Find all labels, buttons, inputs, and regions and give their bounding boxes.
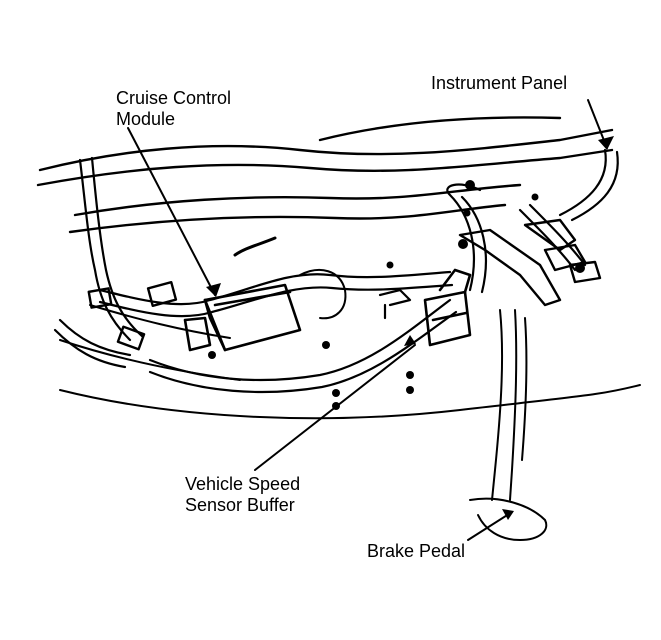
instrument-panel-outline	[36, 116, 614, 234]
fasteners	[208, 180, 585, 410]
vehicle-speed-sensor-buffer-label: Vehicle Speed Sensor Buffer	[185, 474, 300, 516]
cruise-control-module-label: Cruise Control Module	[116, 88, 231, 130]
brake-pedal-arm	[469, 309, 548, 541]
cruise-control-text-line2: Module	[116, 109, 176, 129]
brake-pedal-label: Brake Pedal	[367, 541, 465, 562]
vehicle-speed-sensor-buffer	[423, 268, 472, 347]
lower-dash-edge	[59, 304, 641, 420]
instrument-panel-text: Instrument Panel	[431, 73, 568, 93]
arrowhead-instrument	[598, 136, 614, 150]
arrowhead-brake	[502, 509, 514, 520]
vss-text-line1: Vehicle Speed	[185, 474, 301, 494]
mounting-bracket	[458, 218, 602, 307]
brake-pedal-text: Brake Pedal	[367, 541, 466, 561]
instrument-panel-label: Instrument Panel	[431, 73, 567, 94]
arrowhead-vss	[404, 335, 416, 346]
left-connector	[87, 281, 178, 351]
wiring-harness	[53, 148, 619, 394]
ground-wire	[233, 236, 277, 257]
cruise-control-module	[183, 283, 302, 352]
wire-lead	[299, 269, 347, 320]
vss-text-line2: Sensor Buffer	[185, 495, 295, 515]
cruise-control-text-line1: Cruise Control	[116, 88, 232, 108]
center-bracket	[378, 288, 412, 320]
arrowhead-module	[206, 283, 221, 297]
